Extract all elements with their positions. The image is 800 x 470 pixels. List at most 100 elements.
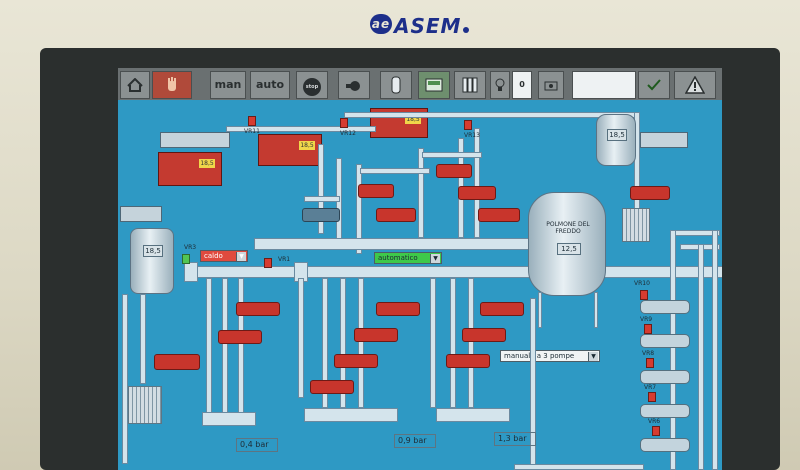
pipe: [226, 126, 376, 132]
valve-vr11-left[interactable]: [248, 116, 256, 126]
group2-collector: [304, 408, 398, 422]
valve-vr6[interactable]: [652, 426, 660, 436]
brand-name: ASEM: [394, 14, 462, 38]
left-storage-tank[interactable]: 18,5: [130, 228, 174, 294]
chiller-pump-3[interactable]: [436, 164, 472, 178]
valve-tag: VR7: [644, 384, 657, 391]
alarm-warning-button[interactable]: [674, 71, 716, 99]
left-tank-pump[interactable]: [154, 354, 200, 370]
stop-button[interactable]: stop: [296, 71, 328, 99]
group2-pump-3[interactable]: [334, 354, 378, 368]
camera-button[interactable]: [538, 71, 564, 99]
pump-icon: [346, 81, 360, 91]
valve-vr10[interactable]: [640, 290, 648, 300]
pipe: [358, 278, 364, 408]
pressure-value: 0,4: [240, 440, 253, 449]
pipe: [318, 144, 324, 234]
valve-vr1[interactable]: [264, 258, 272, 268]
pipe: [468, 278, 474, 408]
filters-view-button[interactable]: [454, 71, 486, 99]
left-tank-value: 18,5: [143, 245, 163, 257]
pump-mode-value: manuale a 3 pompe: [504, 352, 575, 360]
chiller-pump-1[interactable]: [358, 184, 394, 198]
group1-collector: [202, 412, 256, 426]
bulb-button[interactable]: [490, 71, 510, 99]
heat-exchanger[interactable]: [640, 370, 690, 384]
pressure-value: 1,3: [498, 434, 511, 443]
hand-icon: [168, 77, 176, 91]
home-button[interactable]: [120, 71, 150, 99]
valve-vr13[interactable]: [464, 120, 472, 130]
brand-mark: ae: [370, 14, 392, 34]
heat-exchanger[interactable]: [640, 300, 690, 314]
warning-icon: [684, 75, 706, 94]
valve-tag: VR13: [464, 132, 480, 139]
valve-vr12[interactable]: [340, 118, 348, 128]
manual-mode-button[interactable]: man: [210, 71, 246, 99]
group2-pump-4[interactable]: [310, 380, 354, 394]
pipe: [340, 278, 346, 408]
toolbar: man auto stop 0: [118, 68, 722, 100]
panel-icon: [425, 78, 443, 92]
pipe: [360, 168, 430, 174]
confirm-button[interactable]: [638, 71, 670, 99]
chiller-pump-5[interactable]: [478, 208, 520, 222]
pipe: [336, 158, 342, 248]
valve-vr8[interactable]: [646, 358, 654, 368]
heating-mode-select[interactable]: caldo ▼: [200, 250, 248, 262]
chiller-unit-1[interactable]: 18,5: [158, 152, 222, 186]
right-tank-pump[interactable]: [630, 186, 670, 200]
pump-view-button[interactable]: [338, 71, 370, 99]
hmi-screen: man auto stop 0 18,5 18,: [118, 68, 722, 470]
message-field[interactable]: [572, 71, 636, 99]
brand-dot: [463, 27, 470, 33]
header-mode-select[interactable]: automatico ▼: [374, 252, 442, 264]
chiller-pump-4[interactable]: [458, 186, 496, 200]
pipe: [356, 164, 362, 254]
group2-pump-2[interactable]: [354, 328, 398, 342]
heat-exchanger[interactable]: [640, 334, 690, 348]
pipe: [430, 278, 436, 408]
group3-pump-2[interactable]: [462, 328, 506, 342]
pipe: [418, 148, 424, 238]
chevron-down-icon: ▼: [430, 254, 440, 263]
chiller-unit-2[interactable]: 18,5: [258, 134, 322, 166]
synoptic-view-button[interactable]: [418, 71, 450, 99]
valve-vr3[interactable]: [182, 254, 190, 264]
tank-leg: [538, 292, 542, 328]
valve-vr7[interactable]: [648, 392, 656, 402]
alarm-hand-button[interactable]: [152, 71, 192, 99]
home-icon: [127, 77, 143, 92]
circulation-pump[interactable]: [302, 208, 340, 222]
pipe: [514, 464, 644, 470]
group3-pump-3[interactable]: [446, 354, 490, 368]
group3-collector: [436, 408, 510, 422]
group1-pump-2[interactable]: [218, 330, 262, 344]
pipe: [122, 294, 128, 464]
right-tank-caption: [640, 132, 688, 148]
header-flange: [184, 262, 198, 282]
group1-pump-1[interactable]: [236, 302, 280, 316]
tank-view-button[interactable]: [380, 71, 412, 99]
pressure-value: 0,9: [398, 436, 411, 445]
pressure-readout-1: 0,4 bar: [236, 438, 278, 452]
main-tank-value: 12,5: [557, 243, 581, 255]
group2-pump-1[interactable]: [376, 302, 420, 316]
right-storage-tank[interactable]: 18,5: [596, 114, 636, 166]
heating-mode-value: caldo: [204, 252, 223, 260]
group3-pump-1[interactable]: [480, 302, 524, 316]
chiller-group-caption: [160, 132, 230, 148]
heat-exchanger[interactable]: [640, 438, 690, 452]
bulb-icon: [495, 78, 505, 91]
pipe: [140, 294, 146, 384]
main-buffer-tank[interactable]: POLMONE DEL FREDDO 12,5: [528, 192, 606, 296]
heat-exchanger[interactable]: [640, 404, 690, 418]
chiller-pump-2[interactable]: [376, 208, 416, 222]
pump-mode-select[interactable]: manuale a 3 pompe ▼: [500, 350, 600, 362]
chiller-value: 18,5: [299, 141, 315, 150]
valve-vr9[interactable]: [644, 324, 652, 334]
auto-mode-button[interactable]: auto: [250, 71, 290, 99]
camera-icon: [544, 81, 558, 91]
header-mode-value: automatico: [378, 254, 418, 262]
cold-supply-header: [254, 238, 530, 250]
